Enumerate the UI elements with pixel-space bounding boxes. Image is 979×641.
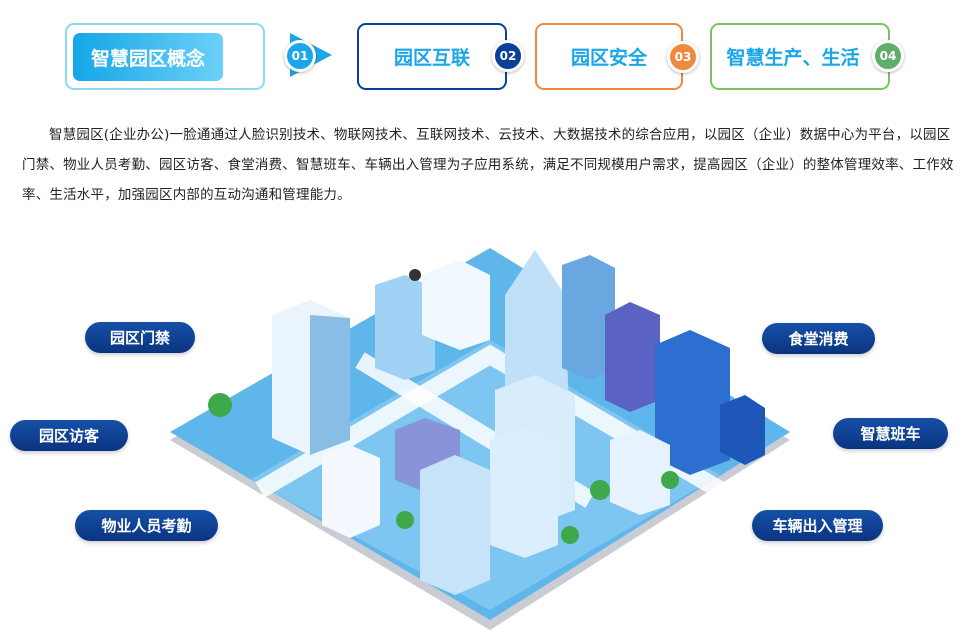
feature-staff-attendance: 物业人员考勤 [75, 510, 218, 541]
tab-park-security[interactable]: 园区安全 [535, 23, 683, 90]
step-badge: 03 [667, 41, 699, 73]
feature-smart-shuttle: 智慧班车 [833, 418, 948, 449]
tab-smart-production-life[interactable]: 智慧生产、生活 [710, 23, 890, 90]
feature-park-access-control: 园区门禁 [85, 322, 195, 353]
building [272, 300, 350, 455]
tab-label: 智慧园区概念 [73, 33, 223, 81]
feature-vehicle-access: 车辆出入管理 [752, 510, 883, 541]
step-badge: 02 [492, 40, 524, 72]
tab-label: 智慧生产、生活 [726, 47, 860, 69]
tab-label: 园区安全 [570, 47, 647, 69]
step-badge: 04 [872, 40, 904, 72]
feature-canteen-payment: 食堂消费 [762, 323, 875, 354]
tab-smart-park-concept[interactable]: 智慧园区概念 [65, 23, 265, 90]
intro-paragraph: 智慧园区(企业办公)一脸通通过人脸识别技术、物联网技术、互联网技术、云技术、大数… [22, 127, 954, 203]
smart-park-illustration [170, 248, 790, 630]
tab-label: 园区互联 [393, 47, 470, 69]
feature-park-visitor: 园区访客 [10, 420, 128, 451]
tab-park-interconnect[interactable]: 园区互联 [357, 23, 507, 90]
step-badge: 01 [284, 40, 316, 72]
